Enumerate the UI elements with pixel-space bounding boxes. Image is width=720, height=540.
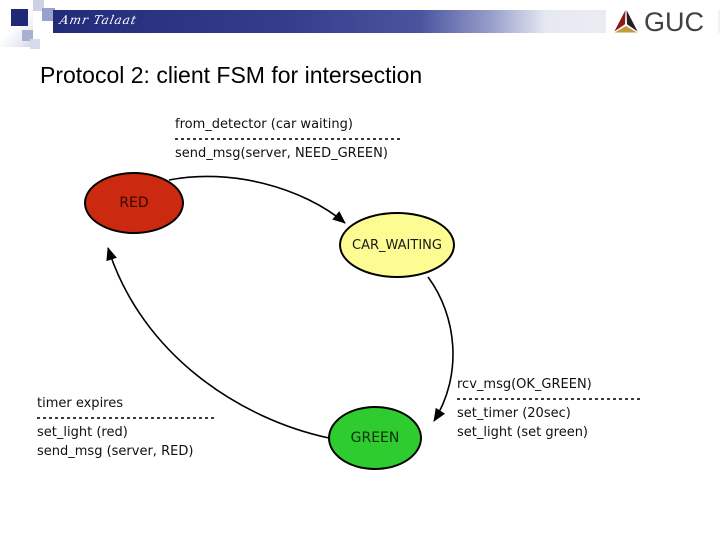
state-red-label: RED: [119, 195, 149, 211]
deco-square: [42, 8, 55, 21]
state-car-waiting: CAR_WAITING: [339, 212, 455, 278]
transition-action: set_light (red): [37, 425, 128, 440]
arrow-red-to-carwaiting: [168, 175, 346, 224]
state-red: RED: [84, 172, 184, 234]
guc-logo-icon: [611, 7, 641, 34]
arrow-green-to-red: [106, 247, 330, 439]
header-gradient-bar: [53, 10, 720, 33]
dashed-separator: [457, 398, 642, 400]
transition-action: set_light (set green): [457, 425, 589, 440]
transition-label-carwaiting-to-green: rcv_msg(OK_GREEN) set_timer (20sec) set_…: [457, 376, 642, 442]
guc-logo: GUC: [606, 0, 718, 44]
transition-label-green-to-red: timer expires set_light (red) send_msg (…: [37, 395, 214, 461]
transition-action: set_timer (20sec): [457, 406, 571, 421]
guc-logo-text: GUC: [644, 6, 704, 37]
transition-action: send_msg(server, NEED_GREEN): [175, 146, 388, 161]
state-green: GREEN: [328, 406, 422, 470]
transition-event: rcv_msg(OK_GREEN): [457, 377, 592, 392]
transition-event: from_detector (car waiting): [175, 117, 353, 132]
page-title: Protocol 2: client FSM for intersection: [40, 62, 423, 88]
dashed-separator: [175, 138, 400, 140]
transition-label-red-to-carwaiting: from_detector (car waiting) send_msg(ser…: [175, 116, 400, 163]
arrow-carwaiting-to-green: [427, 276, 454, 422]
state-car-waiting-label: CAR_WAITING: [352, 237, 442, 253]
deco-square: [22, 30, 33, 41]
dashed-separator: [37, 417, 214, 419]
transition-action: send_msg (server, RED): [37, 444, 194, 459]
deco-square: [30, 39, 40, 49]
state-green-label: GREEN: [350, 430, 400, 446]
deco-square: [33, 0, 44, 11]
deco-square-navy: [11, 9, 28, 26]
transition-event: timer expires: [37, 396, 124, 411]
